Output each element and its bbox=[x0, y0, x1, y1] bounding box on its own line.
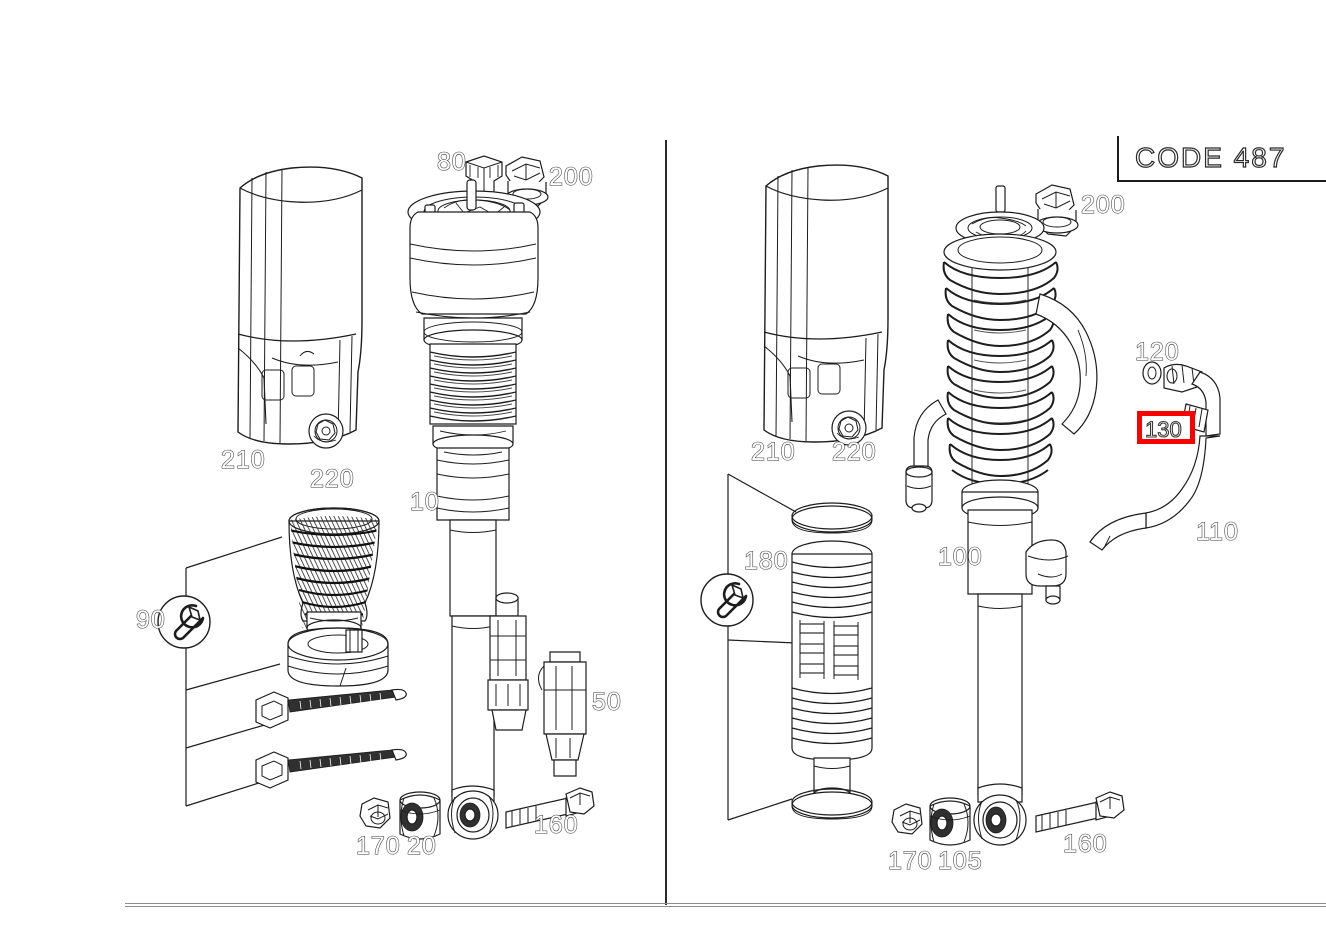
highlight-box-part-130[interactable]: 130 bbox=[1137, 411, 1195, 444]
part-cable-tie-1 bbox=[255, 688, 407, 729]
part-10-air-strut bbox=[407, 179, 541, 840]
part-label-170-right: 170 bbox=[887, 847, 933, 875]
part-label-110: 110 bbox=[1195, 518, 1239, 546]
panel-divider-vertical bbox=[665, 140, 667, 905]
part-label-105: 105 bbox=[937, 847, 983, 875]
part-spring-spacer-left bbox=[287, 627, 389, 687]
part-20-bushing-left bbox=[399, 791, 441, 840]
part-label-210-right: 210 bbox=[750, 438, 796, 466]
part-label-50: 50 bbox=[591, 688, 622, 716]
part-200-nut-right bbox=[1035, 184, 1079, 237]
part-label-100: 100 bbox=[937, 543, 983, 571]
part-100-coilover-strut bbox=[942, 185, 1059, 846]
part-label-160-right: 160 bbox=[1062, 830, 1108, 858]
part-label-130: 130 bbox=[1144, 416, 1182, 442]
part-110-air-line bbox=[905, 293, 1221, 605]
part-105-bushing bbox=[929, 797, 971, 846]
part-label-20: 20 bbox=[406, 832, 437, 860]
part-label-80: 80 bbox=[436, 148, 467, 176]
code-487-label: CODE 487 bbox=[1134, 141, 1287, 173]
part-label-200-right: 200 bbox=[1080, 191, 1126, 219]
part-220-top-mount bbox=[308, 413, 344, 449]
footer-rule bbox=[125, 903, 1326, 907]
wrench-icon-right bbox=[700, 573, 754, 627]
part-180-dust-boot bbox=[791, 540, 873, 801]
part-label-120: 120 bbox=[1134, 338, 1180, 366]
part-label-90: 90 bbox=[135, 606, 166, 634]
part-210-wheel-housing bbox=[237, 166, 363, 445]
part-dust-boot-left bbox=[288, 507, 380, 637]
part-label-210: 210 bbox=[220, 446, 266, 474]
part-50-level-sensor bbox=[487, 592, 587, 777]
part-label-10: 10 bbox=[409, 488, 440, 516]
part-group-180-bracket bbox=[727, 473, 797, 821]
left-panel-artwork bbox=[185, 155, 595, 840]
part-clamp-ring-lower bbox=[791, 788, 873, 820]
part-label-160: 160 bbox=[533, 811, 579, 839]
part-160-bolt-right bbox=[1035, 791, 1125, 833]
part-220-top-mount-right bbox=[831, 410, 867, 446]
part-170-nut-left bbox=[359, 797, 391, 829]
part-label-200: 200 bbox=[548, 163, 594, 191]
part-label-220-right: 220 bbox=[831, 438, 877, 466]
part-label-220: 220 bbox=[309, 465, 355, 493]
part-clamp-ring-upper bbox=[791, 502, 873, 534]
code-487-badge: CODE 487 bbox=[1117, 136, 1326, 182]
part-210-wheel-housing-right bbox=[763, 164, 889, 443]
part-160-bolt-left bbox=[505, 787, 595, 829]
part-label-180: 180 bbox=[743, 547, 789, 575]
right-panel-artwork bbox=[727, 164, 1221, 846]
wrench-icon-left bbox=[157, 595, 211, 649]
part-170-nut-right bbox=[891, 803, 923, 835]
part-label-170: 170 bbox=[355, 832, 401, 860]
part-cable-tie-2 bbox=[255, 748, 407, 789]
